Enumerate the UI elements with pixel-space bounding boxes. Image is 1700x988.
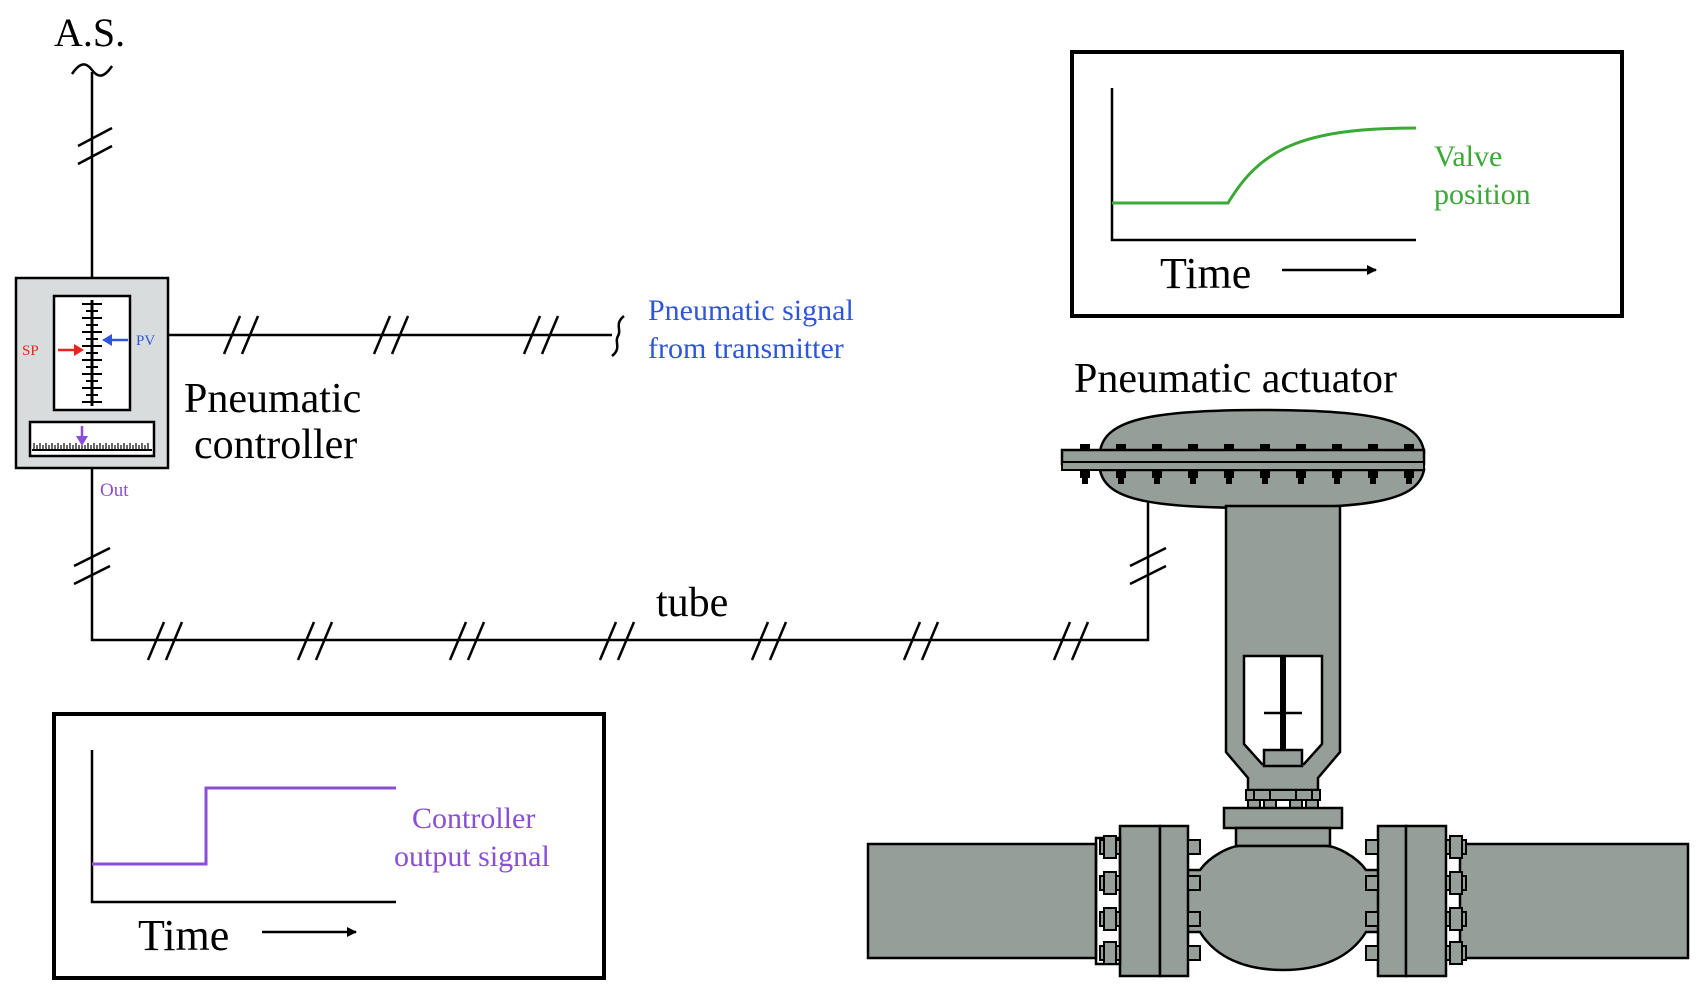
inlet-pipe xyxy=(866,842,1098,960)
controller-output-graph: Controller output signal Time xyxy=(52,712,606,980)
wavy-break-icon xyxy=(611,315,625,357)
wavy-break-icon xyxy=(70,63,114,77)
valve-body xyxy=(1184,844,1382,972)
controller-output-curve xyxy=(92,786,396,866)
signal-hash-marks xyxy=(222,315,560,355)
pv-label: PV xyxy=(136,333,155,349)
controller-scale-ticks xyxy=(82,303,102,403)
valve-time-label: Time xyxy=(1160,249,1251,298)
actuator-label: Pneumatic actuator xyxy=(1074,356,1397,402)
valve-series-label-line1: Valve xyxy=(1434,140,1502,173)
pneumatic-controller: SP PV Out Pneumatic controller xyxy=(14,276,361,501)
transmitter-signal-tube: Pneumatic signal from transmitter xyxy=(168,294,854,365)
sp-label: SP xyxy=(22,343,39,359)
output-series-label-line2: output signal xyxy=(394,840,550,873)
output-graph-axes xyxy=(90,750,396,904)
controller-label-line1: Pneumatic xyxy=(184,376,361,422)
out-label: Out xyxy=(100,480,129,501)
output-scale-ticks xyxy=(33,443,149,450)
signal-label-line1: Pneumatic signal xyxy=(648,294,854,327)
output-time-label: Time xyxy=(138,911,229,960)
actuator-bolts xyxy=(1080,444,1414,484)
output-series-label-line1: Controller xyxy=(412,802,535,835)
air-supply-hash-marks xyxy=(77,126,113,166)
inlet-flange xyxy=(1094,824,1190,978)
valve-position-curve xyxy=(1112,126,1417,205)
valve-bonnet xyxy=(1222,806,1344,830)
air-supply: A.S. xyxy=(54,10,125,278)
valve-graph-frame xyxy=(1070,50,1624,318)
bonnet-studs xyxy=(1245,789,1321,810)
output-graph-frame xyxy=(52,712,606,980)
control-valve: Pneumatic actuator xyxy=(866,356,1690,978)
actuator-diaphragm xyxy=(1098,408,1426,454)
tube-label: tube xyxy=(656,580,728,626)
inlet-flange-bolts xyxy=(1099,835,1201,965)
valve-position-graph: Valve position Time xyxy=(1070,50,1624,318)
tube-hash-marks xyxy=(73,546,1167,661)
stem-connector xyxy=(1262,748,1304,768)
outlet-pipe xyxy=(1458,842,1690,960)
controller-label-line2: controller xyxy=(194,422,357,468)
output-tube: tube xyxy=(73,468,1167,661)
outlet-flange-bolts xyxy=(1365,835,1467,965)
valve-series-label-line2: position xyxy=(1434,178,1531,211)
signal-label-line2: from transmitter xyxy=(648,332,844,365)
air-supply-label: A.S. xyxy=(54,10,125,55)
outlet-flange xyxy=(1376,824,1448,978)
valve-graph-axes xyxy=(1110,88,1416,242)
